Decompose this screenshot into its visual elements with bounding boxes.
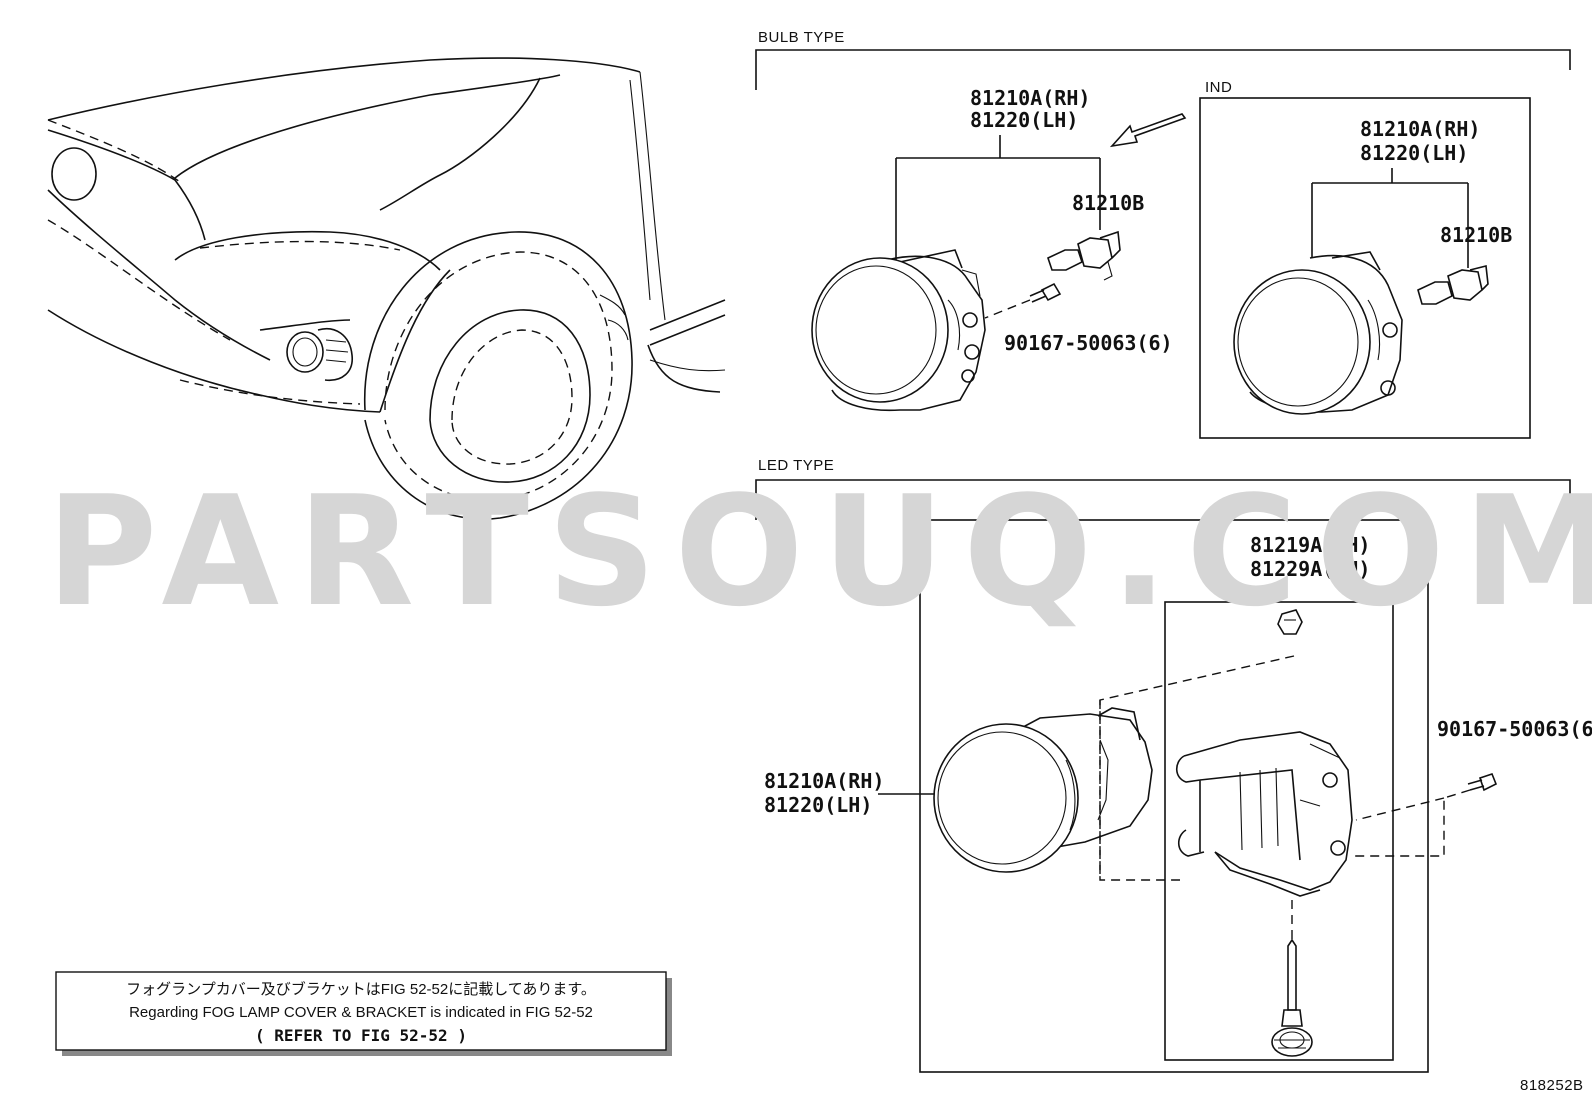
bumper-fog-lamp	[286, 328, 353, 381]
led-screw-label: 90167-50063(6)	[1437, 717, 1592, 741]
led-type-screw	[1467, 773, 1498, 792]
bulb-screw-label: 90167-50063(6)	[1004, 331, 1173, 355]
led-bracket	[1175, 731, 1353, 897]
led-lamp-rh-label: 81210A(RH)	[764, 769, 884, 793]
bulb-type-section: BULB TYPE 81210A(RH) 81220(LH) 81210B 90…	[755, 29, 1571, 439]
led-bracket-clip	[1277, 609, 1303, 635]
ind-lamp-lh-label: 81220(LH)	[1360, 141, 1468, 165]
ind-fog-lamp	[1233, 251, 1403, 415]
bulb-lamp-lh-label: 81220(LH)	[970, 108, 1078, 132]
direction-arrow	[1109, 113, 1187, 148]
led-lamp-lh-label: 81220(LH)	[764, 793, 872, 817]
bulb-bulb-label: 81210B	[1072, 191, 1144, 215]
car-front-illustration	[47, 57, 726, 520]
bulb-type-header: BULB TYPE	[758, 29, 845, 46]
reference-note: フォグランプカバー及びブラケットはFIG 52-52に記載してあります。 Reg…	[55, 971, 672, 1056]
note-reference: ( REFER TO FIG 52-52 )	[255, 1026, 467, 1045]
bulb-lamp-rh-label: 81210A(RH)	[970, 86, 1090, 110]
front-wheel	[363, 231, 633, 520]
ind-bulb	[1417, 265, 1489, 305]
ind-lamp-rh-label: 81210A(RH)	[1360, 117, 1480, 141]
watermark: PARTSOUQ.COM	[46, 463, 1592, 640]
ind-box: IND 81210A(RH) 81220(LH) 81210B	[1199, 79, 1531, 439]
note-english: Regarding FOG LAMP COVER & BRACKET is in…	[129, 1004, 593, 1021]
figure-id: 818252B	[1520, 1077, 1584, 1094]
ind-bulb-label: 81210B	[1440, 223, 1512, 247]
led-bracket-lh-label: 81229A(LH)	[1250, 557, 1370, 581]
led-bracket-rh-label: 81219A(RH)	[1250, 533, 1370, 557]
bulb-type-bulb	[1047, 230, 1121, 281]
ind-header: IND	[1205, 79, 1232, 96]
led-fog-lamp	[933, 707, 1153, 873]
led-type-section: LED TYPE 81219A(RH) 81229A(LH) 90167-500…	[755, 457, 1592, 1073]
led-type-header: LED TYPE	[758, 457, 834, 474]
led-connector	[1271, 900, 1313, 1057]
note-japanese: フォグランプカバー及びブラケットはFIG 52-52に記載してあります。	[126, 980, 596, 998]
bulb-type-screw	[984, 282, 1062, 319]
bulb-fog-lamp	[811, 249, 986, 412]
